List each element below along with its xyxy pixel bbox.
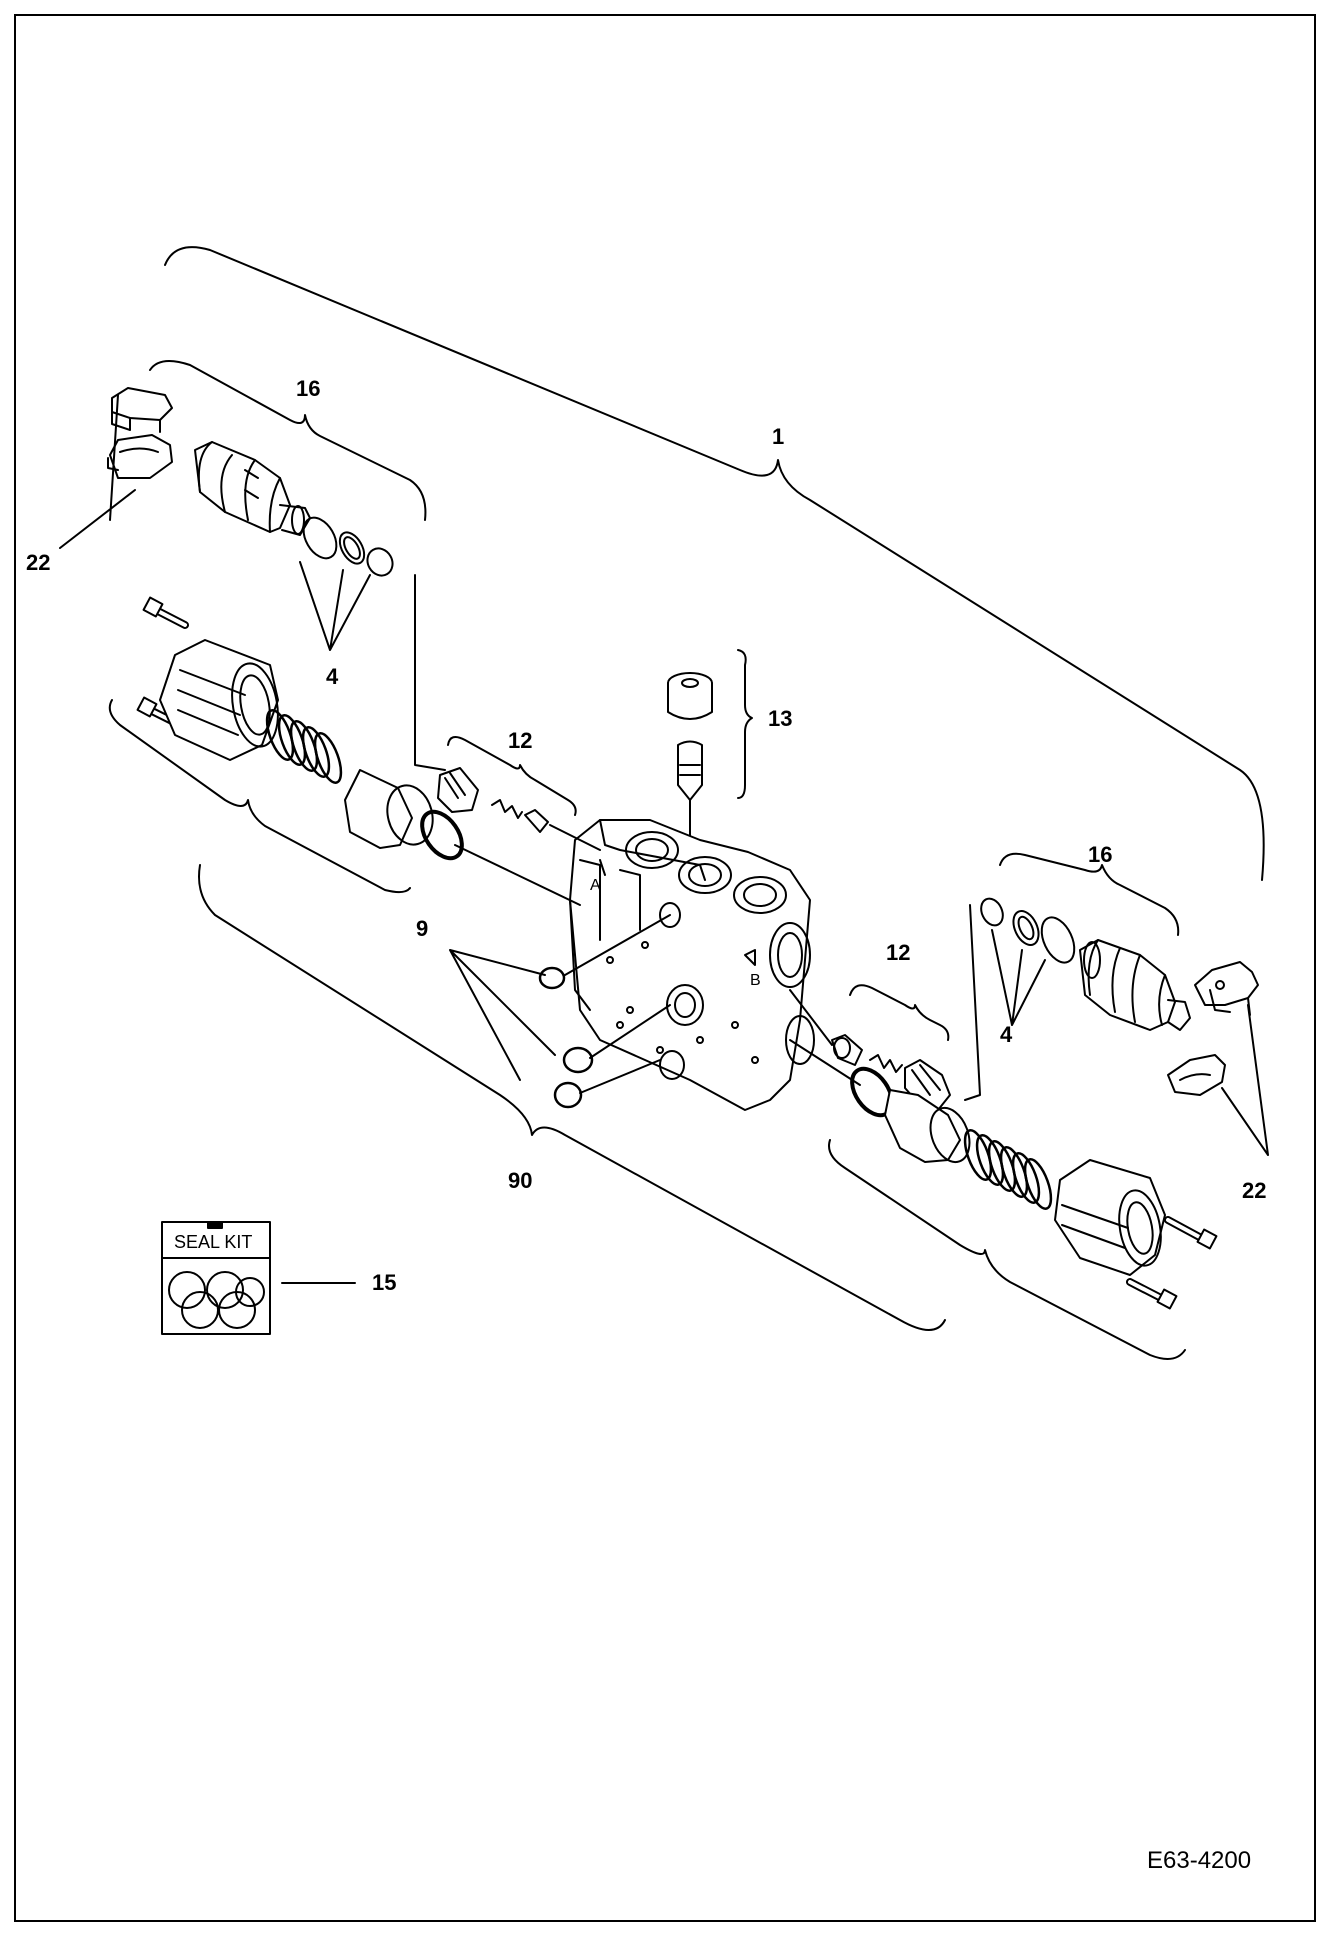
callout-relief-right: 16 [1088,842,1113,867]
leader-cap-left [59,394,136,549]
oring-right-1 [980,897,1004,927]
leader-oring-left [299,561,371,651]
seal-kit-box [161,1221,271,1335]
svg-text:B: B [750,972,761,989]
callout-poppet-right: 12 [886,940,911,965]
seal-kit-label: SEAL KIT [174,1232,253,1252]
plug-head [667,672,713,720]
poppet-left-spring [491,799,523,819]
callout-relief-left: 16 [296,376,321,401]
leader-right-relief-to-body [964,904,981,1101]
oring-left-3 [366,547,394,577]
callout-oring-body: 9 [416,916,429,941]
oring-left-1 [302,516,338,560]
leader-oring-body-lines [564,914,671,1094]
brace-plug [737,649,753,799]
callout-plug: 13 [768,706,793,731]
poppet-left-seat [437,767,479,813]
callout-oring-right: 4 [1000,1022,1013,1047]
callout-seal-kit: 15 [372,1270,397,1295]
oring-body-3 [553,1081,583,1109]
plug-cartridge [677,740,703,801]
bolt-left-upper [142,596,189,629]
oring-right-3 [1040,916,1076,964]
leader-oring-right-set [991,929,1046,1026]
callout-assembly: 1 [772,424,785,449]
oring-right-2-inner [1017,915,1035,941]
callout-cap-right: 22 [1242,1178,1267,1203]
brace-assembly [164,246,1265,881]
cap-left-lower [107,434,173,479]
svg-text:A: A [590,877,601,894]
brace-poppet-right [849,984,950,1041]
brace-relief-left [149,360,427,521]
relief-valve-right [1079,939,1191,1031]
leader-oring-right [789,1039,861,1086]
spool-cap-right [884,1089,971,1164]
leader-oring-to-body [454,844,581,906]
cap-right-lower [1167,1054,1226,1096]
brace-spring-left [108,699,411,894]
leader-cap-right [1221,1004,1269,1156]
poppet-right-pin [831,1034,863,1066]
valve-body: A B [569,819,815,1111]
oring-left-2 [338,531,366,565]
spring-left [265,709,343,784]
callout-cap-left: 22 [26,550,51,575]
oring-left-2-inner [343,536,361,560]
oring-right-2 [1012,910,1040,946]
relief-valve-left [194,441,311,536]
leader-left-relief-to-body [414,574,446,771]
brace-spring-right [828,1139,1186,1360]
brace-spool-section [198,864,946,1331]
spool-cap-left [344,769,434,849]
oring-spool-left [420,809,464,861]
spring-cap-left [159,639,279,761]
brace-poppet-left [447,735,577,816]
spring-right [963,1129,1053,1210]
poppet-left-pin [524,809,549,833]
brace-relief-right [999,852,1180,936]
leader-right-body-to-poppet [789,989,833,1046]
spring-cap-right [1054,1159,1166,1276]
poppet-right-spring [869,1054,903,1073]
callout-oring-left: 4 [326,664,339,689]
drawing-border [14,14,1316,1922]
bolt-right-upper [1164,1216,1218,1250]
leader-oring-body [449,949,556,1081]
oring-body-1 [538,966,566,990]
bolt-right-lower [1126,1278,1178,1310]
callout-poppet-left: 12 [508,728,533,753]
leader-poppet-to-body [549,824,601,851]
figure-id: E63-4200 [1147,1847,1252,1874]
oring-body-2 [562,1046,594,1074]
callout-spool-section: 90 [508,1168,533,1193]
cap-left-upper [111,387,173,433]
